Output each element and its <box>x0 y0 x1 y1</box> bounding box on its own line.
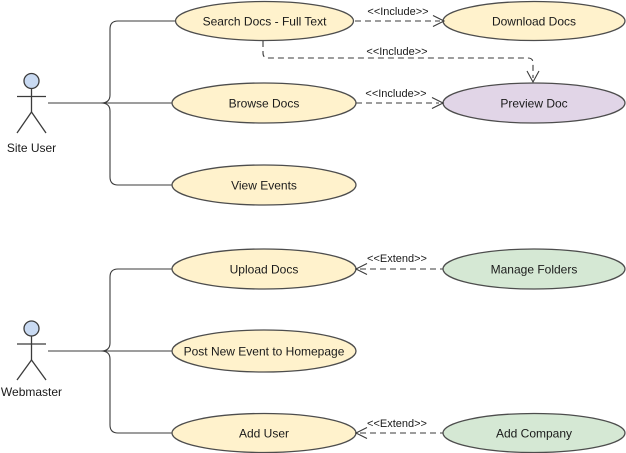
usecase-label: Post New Event to Homepage <box>184 345 345 359</box>
actor-left-leg <box>16 111 33 134</box>
actor-right-leg <box>30 111 47 134</box>
site-user-associations <box>48 20 175 186</box>
extend-manage-folders-to-upload: <<Extend>> <box>354 253 443 275</box>
usecase-add-user[interactable]: Add User <box>171 412 357 453</box>
extend-label: <<Extend>> <box>367 253 427 265</box>
include-label: <<Include>> <box>365 88 426 100</box>
extend-label: <<Extend>> <box>367 418 427 430</box>
usecase-shape <box>171 329 357 373</box>
actor-site-user-label: Site User <box>7 141 56 155</box>
usecase-view-events[interactable]: View Events <box>171 164 357 206</box>
usecase-label: Manage Folders <box>491 263 578 277</box>
open-arrowhead <box>431 97 445 109</box>
usecase-shape <box>171 164 357 206</box>
usecase-label: View Events <box>231 179 297 193</box>
usecase-browse-docs[interactable]: Browse Docs <box>171 82 357 124</box>
actor-head <box>23 72 40 90</box>
open-arrowhead <box>432 15 446 27</box>
usecase-manage-folders[interactable]: Manage Folders <box>442 248 626 290</box>
actor-left-leg <box>16 359 33 381</box>
include-search-to-download: <<Include>> <box>355 6 446 27</box>
include-label: <<Include>> <box>367 6 428 18</box>
usecase-label: Preview Doc <box>500 97 567 111</box>
usecase-label: Download Docs <box>492 15 576 29</box>
usecase-preview-doc[interactable]: Preview Doc <box>442 82 626 124</box>
usecase-label: Upload Docs <box>230 263 299 277</box>
usecase-download-docs[interactable]: Download Docs <box>442 0 626 42</box>
actor-head <box>23 320 40 337</box>
webmaster-associations <box>48 268 173 434</box>
usecase-shape <box>174 0 355 42</box>
open-arrowhead <box>354 263 368 275</box>
usecase-add-company[interactable]: Add Company <box>442 412 626 453</box>
actor-site-user[interactable]: Site User <box>7 72 56 156</box>
usecase-search-docs-full-text[interactable]: Search Docs - Full Text <box>174 0 355 42</box>
open-arrowhead <box>526 70 540 84</box>
include-search-to-preview: <<Include>> <box>262 41 540 84</box>
association-brace <box>100 20 175 186</box>
extend-add-company-to-add-user: <<Extend>> <box>354 418 443 439</box>
open-arrowhead <box>354 427 368 439</box>
usecase-label: Search Docs - Full Text <box>203 15 327 29</box>
usecase-label: Browse Docs <box>229 97 300 111</box>
actor-webmaster[interactable]: Webmaster <box>1 320 62 399</box>
usecase-label: Add Company <box>496 427 572 441</box>
usecase-label: Add User <box>239 427 289 441</box>
usecase-post-new-event[interactable]: Post New Event to Homepage <box>171 329 357 373</box>
association-brace <box>100 268 173 434</box>
include-label: <<Include>> <box>366 46 427 58</box>
include-edge <box>262 41 534 78</box>
actor-right-leg <box>30 359 47 381</box>
actor-webmaster-label: Webmaster <box>1 385 62 399</box>
include-browse-to-preview: <<Include>> <box>356 88 445 109</box>
usecase-upload-docs[interactable]: Upload Docs <box>171 248 357 290</box>
